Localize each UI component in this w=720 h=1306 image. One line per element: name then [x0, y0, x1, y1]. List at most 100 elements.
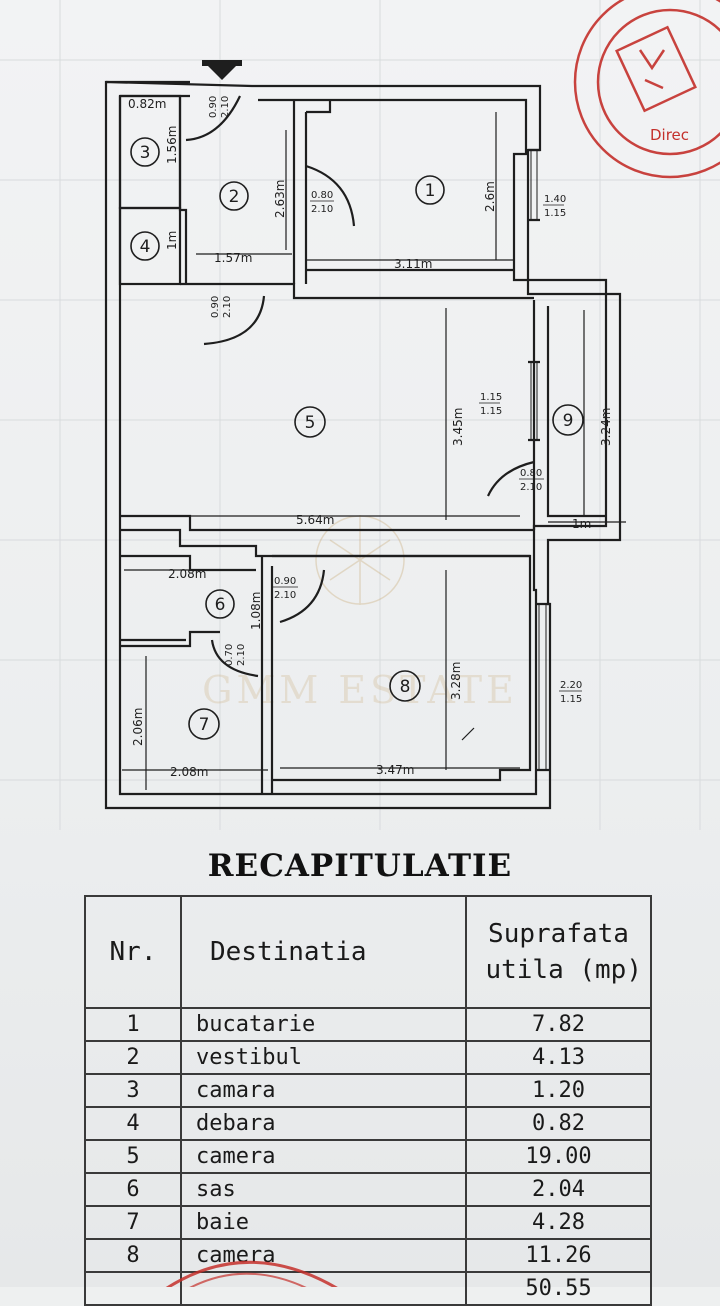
room-circle-9: [552, 404, 584, 436]
door-balcony-h: 2.10: [520, 482, 542, 493]
room-label-5: 5: [305, 413, 316, 433]
room-label-7: 7: [199, 715, 210, 735]
dim-3.45: 3.45m: [451, 408, 465, 446]
cell-nr: 4: [84, 1106, 182, 1141]
cell-destination: sas: [180, 1172, 467, 1207]
cell-surface: 2.04: [465, 1172, 652, 1207]
door-hall-h: 2.10: [222, 296, 233, 318]
header-surface: Suprafata utila (mp): [465, 895, 652, 1009]
dim-1m-small: 1m: [165, 231, 179, 250]
dim-1.57: 1.57m: [214, 251, 252, 265]
dim-2.08-sas: 2.08m: [168, 567, 206, 581]
cell-nr: 3: [84, 1073, 182, 1108]
door-sas-w: 0.90: [274, 576, 296, 587]
cell-nr: 6: [84, 1172, 182, 1207]
win-room5-w: 1.15: [480, 392, 502, 403]
room-label-8: 8: [400, 677, 411, 697]
door-kitchen-h: 2.10: [311, 204, 333, 215]
win-kitchen-w: 1.40: [544, 194, 566, 205]
table-row: 7 baie 4.28: [84, 1205, 652, 1240]
cell-nr: 7: [84, 1205, 182, 1240]
cell-nr: 1: [84, 1007, 182, 1042]
dim-1.08: 1.08m: [249, 592, 263, 630]
cell-destination: baie: [180, 1205, 467, 1240]
room-circle-5: [294, 406, 326, 438]
recap-table: Nr. Destinatia Suprafata utila (mp) 1 bu…: [84, 895, 652, 1306]
room-label-2: 2: [229, 187, 240, 207]
cell-destination: camera: [180, 1238, 467, 1273]
svg-text:Direc: Direc: [650, 126, 689, 144]
floor-plan: 1 2 3 4 5 6 7 8 9 0.82m 1.56m 1m 1.57m 2…: [104, 60, 626, 810]
door-bath-w: 0.70: [224, 644, 235, 666]
table-row: 4 debara 0.82: [84, 1106, 652, 1141]
header-nr: Nr.: [84, 895, 182, 1009]
header-surface-line1: Suprafata: [488, 919, 629, 949]
room-circle-1: [415, 175, 445, 205]
door-balcony-w: 0.80: [520, 468, 542, 479]
dim-2.63: 2.63m: [273, 180, 287, 218]
header-surface-line2: utila (mp): [485, 955, 642, 985]
room-circle-4: [130, 231, 160, 261]
room-label-4: 4: [140, 237, 151, 257]
room-circle-2: [219, 181, 249, 211]
cadastre-stamp: Direc: [573, 0, 720, 179]
cell-nr: 2: [84, 1040, 182, 1075]
dim-2.6: 2.6m: [483, 181, 497, 212]
recap-header-row: Nr. Destinatia Suprafata utila (mp): [84, 895, 652, 1009]
dim-3.24: 3.24m: [599, 408, 613, 446]
room-label-1: 1: [425, 181, 436, 201]
cell-destination: camera: [180, 1139, 467, 1174]
table-row: 1 bucatarie 7.82: [84, 1007, 652, 1042]
table-row: 2 vestibul 4.13: [84, 1040, 652, 1075]
dim-0.82: 0.82m: [128, 97, 166, 111]
room-label-3: 3: [140, 143, 151, 163]
cell-surface: 4.13: [465, 1040, 652, 1075]
cell-surface: 7.82: [465, 1007, 652, 1042]
room-label-9: 9: [563, 411, 574, 431]
table-row: 6 sas 2.04: [84, 1172, 652, 1207]
win-room5-h: 1.15: [480, 406, 502, 417]
cell-surface: 4.28: [465, 1205, 652, 1240]
room-circle-3: [130, 137, 160, 167]
cell-surface: 0.82: [465, 1106, 652, 1141]
bottom-stamp: [165, 1260, 338, 1287]
cell-destination: camara: [180, 1073, 467, 1108]
dim-2.06: 2.06m: [131, 708, 145, 746]
cell-surface: 1.20: [465, 1073, 652, 1108]
door-top-w: 0.90: [208, 96, 219, 118]
win-room8-w: 2.20: [560, 680, 582, 691]
room-circle-8: [389, 670, 421, 702]
door-top-h: 2.10: [220, 96, 231, 118]
door-sas-h: 2.10: [274, 590, 296, 601]
dim-3.47: 3.47m: [376, 763, 414, 777]
header-destination: Destinatia: [180, 895, 467, 1009]
outer-wall: [104, 80, 622, 810]
room-label-6: 6: [215, 595, 226, 615]
table-row: 8 camera 11.26: [84, 1238, 652, 1273]
room-4-outline: [118, 206, 182, 286]
cell-nr: 8: [84, 1238, 182, 1273]
table-row: 3 camara 1.20: [84, 1073, 652, 1108]
entrance-arrow-icon: [202, 60, 242, 80]
cell-destination: bucatarie: [180, 1007, 467, 1042]
dim-3.11: 3.11m: [394, 257, 432, 271]
cell-destination: debara: [180, 1106, 467, 1141]
cell-surface: 11.26: [465, 1238, 652, 1273]
cell-surface: 19.00: [465, 1139, 652, 1174]
dim-1m: 1m: [572, 517, 591, 531]
room-circle-6: [205, 589, 235, 619]
win-room8-h: 1.15: [560, 694, 582, 705]
recap-title: RECAPITULATIE: [207, 848, 513, 884]
room-circle-7: [188, 708, 220, 740]
table-row: 5 camera 19.00: [84, 1139, 652, 1174]
dim-1.56: 1.56m: [165, 126, 179, 164]
door-bath-h: 2.10: [236, 644, 247, 666]
dim-3.28: 3.28m: [449, 662, 463, 700]
cell-nr: 5: [84, 1139, 182, 1174]
door-hall-w: 0.90: [210, 296, 221, 318]
dim-2.08-bath: 2.08m: [170, 765, 208, 779]
dim-5.64: 5.64m: [296, 513, 334, 527]
cell-destination: vestibul: [180, 1040, 467, 1075]
win-kitchen-h: 1.15: [544, 208, 566, 219]
